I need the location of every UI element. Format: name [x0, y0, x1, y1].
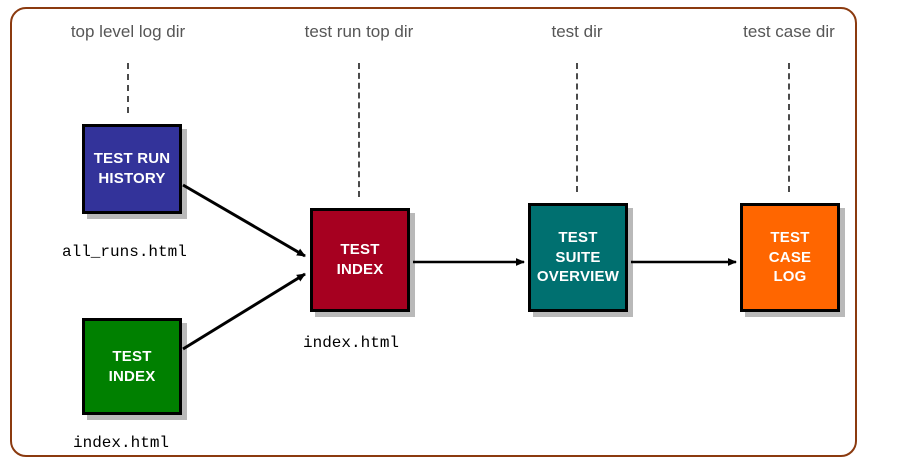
node-label-test-run-history: TEST RUN HISTORY	[93, 150, 171, 187]
column-heading-test-run-top-dir: test run top dir	[304, 22, 414, 41]
node-test-suite-overview[interactable]: TEST SUITE OVERVIEW	[528, 203, 628, 312]
node-test-index-run[interactable]: TEST INDEX	[310, 208, 410, 312]
node-label-test-suite-overview: TEST SUITE OVERVIEW	[536, 228, 620, 286]
dashed-connector-test-case-dir	[788, 63, 790, 192]
node-test-index-top[interactable]: TEST INDEX	[82, 318, 182, 415]
node-test-run-history[interactable]: TEST RUN HISTORY	[82, 124, 182, 214]
caption-index-html-run: index.html	[303, 334, 400, 352]
dashed-connector-test-run-top-dir	[358, 63, 360, 197]
node-label-test-index-run: TEST INDEX	[336, 241, 384, 278]
dashed-connector-test-dir	[576, 63, 578, 192]
column-heading-test-dir: test dir	[551, 22, 603, 41]
node-test-case-log[interactable]: TEST CASE LOG	[740, 203, 840, 312]
node-label-test-case-log: TEST CASE LOG	[768, 228, 812, 286]
caption-index-html-top: index.html	[73, 434, 170, 452]
column-heading-test-case-dir: test case dir	[743, 22, 835, 41]
caption-all-runs-html: all_runs.html	[62, 243, 187, 261]
node-label-test-index-top: TEST INDEX	[108, 347, 156, 385]
dashed-connector-top-level-log-dir	[127, 63, 129, 113]
diagram-frame	[10, 7, 857, 457]
column-heading-top-level-log-dir: top level log dir	[70, 22, 186, 41]
